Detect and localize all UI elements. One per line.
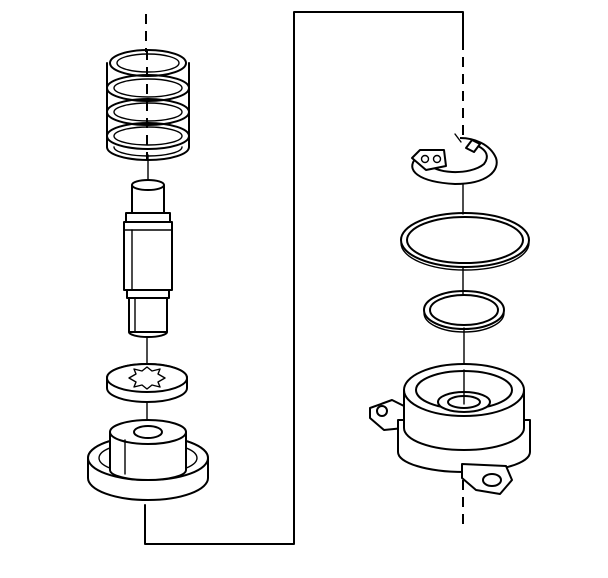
small-o-ring-icon: [423, 290, 505, 333]
star-lock-washer-icon: [106, 363, 188, 403]
housing-icon: [369, 363, 531, 495]
snap-ring-icon: [411, 133, 498, 185]
coil-spring-icon: [106, 49, 190, 161]
spring-seat-icon: [87, 419, 209, 501]
piston-icon: [123, 179, 173, 338]
large-o-ring-icon: [400, 212, 530, 271]
assembly-connector-line: [144, 11, 464, 545]
